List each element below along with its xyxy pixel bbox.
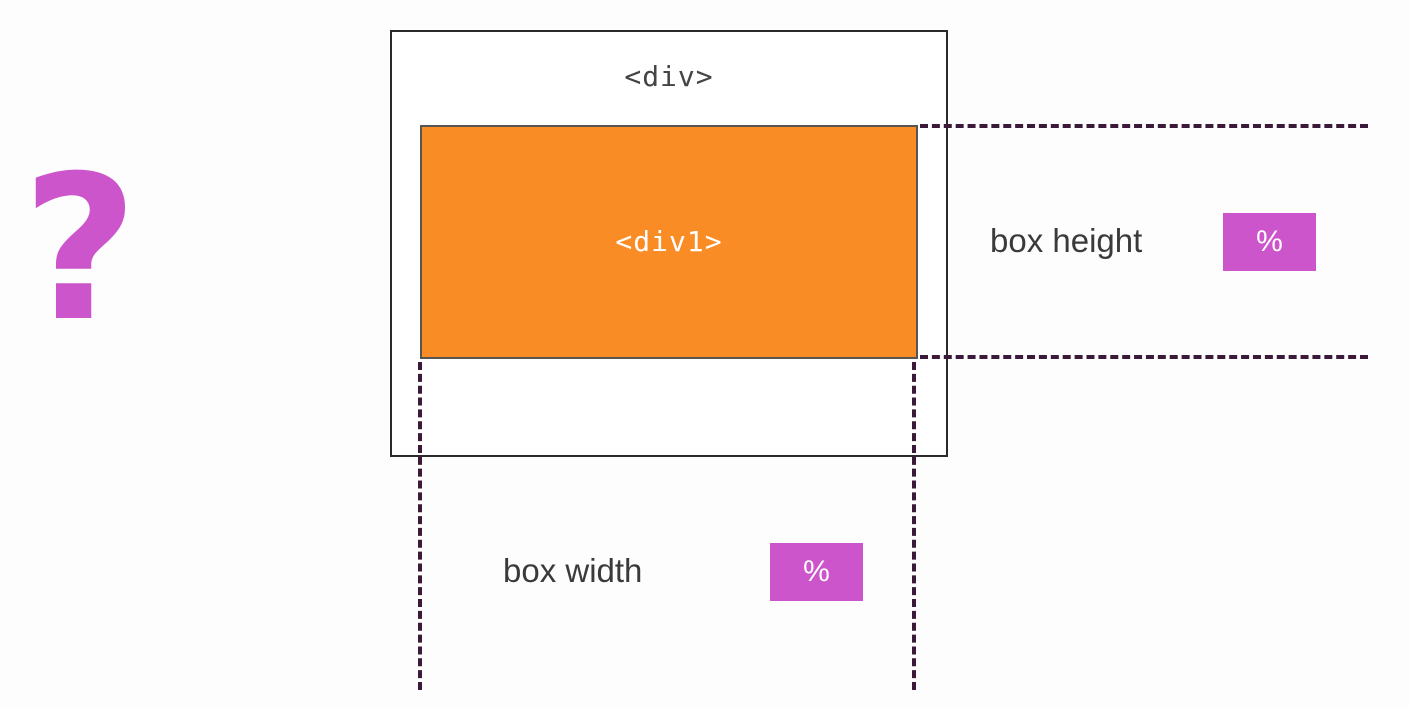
box-width-percent-badge: % — [770, 543, 863, 601]
inner-div1-box: <div1> — [420, 125, 918, 359]
height-guide-bottom-dash — [920, 355, 1368, 359]
width-guide-right-dash — [912, 362, 916, 690]
box-width-label: box width — [503, 552, 643, 589]
width-guide-left-dash — [418, 362, 422, 690]
outer-div-label: <div> — [624, 60, 714, 93]
inner-div1-label: <div1> — [615, 225, 723, 258]
box-height-percent-badge: % — [1223, 213, 1316, 271]
box-height-label: box height — [990, 222, 1143, 259]
height-guide-top-dash — [920, 124, 1368, 128]
question-mark-icon: ? — [22, 133, 139, 366]
